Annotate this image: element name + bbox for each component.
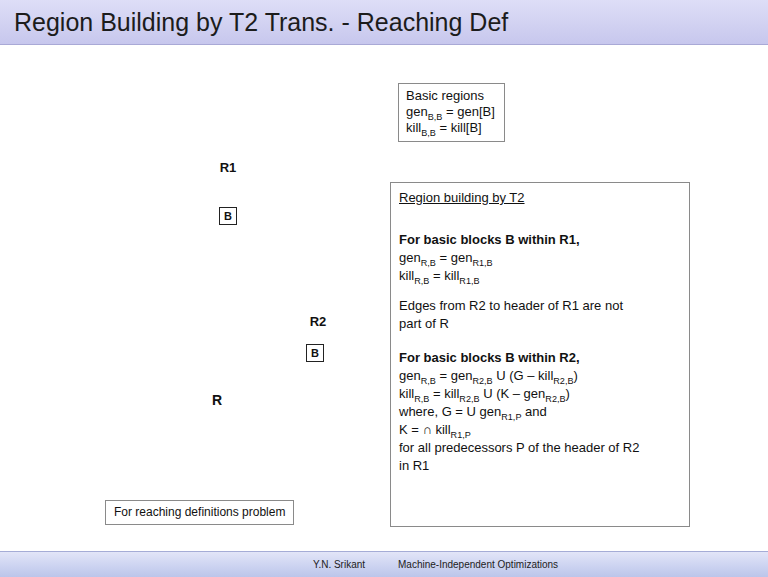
text-run: gen [399,368,421,383]
shape-fill [189,141,267,243]
node-text: B [224,209,232,223]
node-text: genR,B = genR1,B [399,249,680,267]
node-text: K = ∩ killR1,P [399,421,680,439]
block-box: B [219,207,237,225]
subscript: R1,P [451,430,471,440]
text-run: B [224,210,232,222]
node-text: genR,B = genR2,B U (G – killR2,B) [399,367,680,385]
node-text: B [311,346,319,360]
subscript: R2,B [553,376,573,386]
text-run: ) [574,368,578,383]
subscript: R,B [414,276,429,286]
node-text: R [212,392,222,408]
subscript: R1,B [472,258,492,268]
node-text: Edges from R2 to header of R1 are not pa… [399,297,631,333]
incoming-arrow [148,100,198,157]
text-run: = kill[B] [436,120,482,135]
incoming-arrow [239,52,258,142]
subscript: R,B [421,376,436,386]
node-text: For reaching definitions problem [114,505,285,520]
footer-text: Machine-Independent Optimizations [398,559,558,571]
text-run: = gen [436,250,473,265]
node-text: killB,B = kill[B] [406,120,495,136]
text-run: = kill [429,268,459,283]
text-run: = kill [429,386,459,401]
note-box: For reaching definitions problem [105,500,294,525]
text-run: for all predecessors P of the header of … [399,440,639,473]
subscript: R2,B [472,376,492,386]
text-run: For basic blocks B within R2, [399,350,580,365]
node-text: R1 [188,160,268,176]
title-bar: Region Building by T2 Trans. - Reaching … [0,0,768,45]
text-run: R1 [220,160,237,175]
subscript: R1,B [459,276,479,286]
region-circle: R2B [276,298,360,402]
node-text: where, G = U genR1,P and [399,403,680,421]
node-text: killR,B = killR2,B U (K – genR2,B) [399,385,680,403]
text-run: = gen[B] [442,104,494,119]
outgoing-arrow [120,200,189,215]
note-box: Basic regionsgenB,B = gen[B]killB,B = ki… [398,83,505,142]
text-run: kill [399,386,414,401]
text-run: For basic blocks B within R1, [399,232,580,247]
text-run: = gen [436,368,473,383]
slide-title: Region Building by T2 Trans. - Reaching … [0,0,768,44]
text-run: K = ∩ kill [399,422,451,437]
block-box: B [306,344,324,362]
region-circle: R1B [188,140,268,244]
text-run: gen [406,104,428,119]
node-text: R2 [276,314,360,330]
section-heading: Region building by T2 [399,189,680,207]
text-run: where, G = U gen [399,404,501,419]
shape-fill [277,299,359,401]
subscript: R,B [414,394,429,404]
text-run: R2 [310,314,327,329]
text-run: Basic regions [406,88,484,103]
subscript: R1,P [501,412,521,422]
shape-fill [163,68,417,534]
outgoing-arrow [137,229,200,311]
outgoing-arrow [325,401,337,492]
region-ellipse: RR1BR2B [162,67,418,535]
node-text: Basic regions [406,88,495,104]
footer-text: Y.N. Srikant [313,559,365,571]
section-heading: For basic blocks B within R2, [399,349,680,367]
node-text: for all predecessors P of the header of … [399,439,649,475]
text-run: R [212,392,222,408]
shape-outline [162,67,418,535]
subscript: R2,B [459,394,479,404]
text-run: Edges from R2 to header of R1 are not pa… [399,298,623,331]
text-run: For reaching definitions problem [114,505,285,519]
text-run: ) [566,386,570,401]
flow-arrow [252,234,294,308]
text-run: U (G – kill [493,368,554,383]
outgoing-arrow [245,394,295,492]
text-run: and [521,404,546,419]
text-run: U (K – gen [480,386,546,401]
text-run: gen [399,250,421,265]
shape-outline [188,140,268,244]
text-run: B [311,347,319,359]
subscript: R2,B [545,394,565,404]
section-heading: For basic blocks B within R1, [399,231,680,249]
node-text: killR,B = killR1,B [399,267,680,285]
text-run: kill [399,268,414,283]
text-run: kill [406,120,421,135]
note-box: Region building by T2 For basic blocks B … [390,182,690,527]
footer-bar: Y.N. Srikant Machine-Independent Optimiza… [0,551,768,577]
subscript: R,B [421,258,436,268]
subscript: B,B [421,128,436,138]
node-text: genB,B = gen[B] [406,104,495,120]
text-run: Region building by T2 [399,190,525,205]
